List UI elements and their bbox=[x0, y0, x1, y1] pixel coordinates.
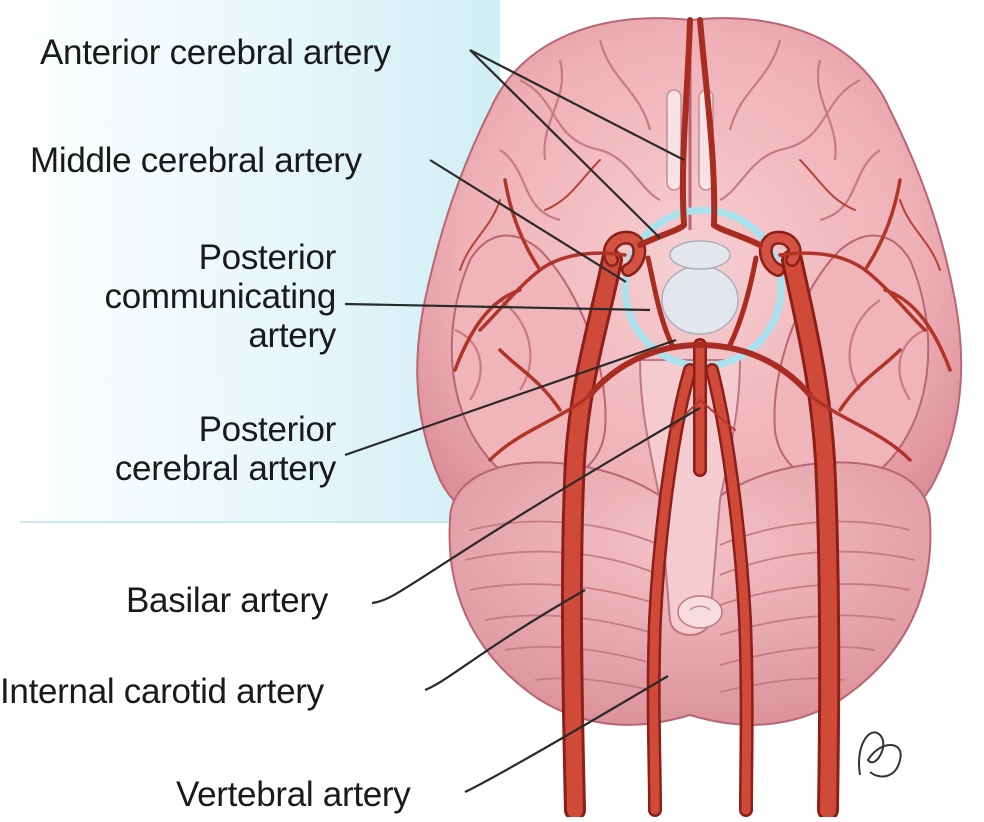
label-posterior-cerebral-line-2: cerebral artery bbox=[0, 449, 336, 488]
label-posterior-cerebral-artery: Posterior cerebral artery bbox=[0, 410, 336, 488]
label-basilar-artery: Basilar artery bbox=[126, 581, 328, 620]
label-anterior-cerebral-artery: Anterior cerebral artery bbox=[40, 33, 391, 72]
artist-signature bbox=[859, 732, 901, 776]
label-posterior-communicating-line-3: artery bbox=[0, 316, 336, 355]
label-posterior-communicating-line-1: Posterior bbox=[0, 238, 336, 277]
label-internal-carotid-artery: Internal carotid artery bbox=[0, 672, 324, 711]
label-vertebral-artery: Vertebral artery bbox=[176, 775, 410, 814]
label-middle-cerebral-artery: Middle cerebral artery bbox=[30, 141, 362, 180]
label-posterior-cerebral-line-1: Posterior bbox=[0, 410, 336, 449]
label-posterior-communicating-artery: Posterior communicating artery bbox=[0, 238, 336, 355]
label-posterior-communicating-line-2: communicating bbox=[0, 277, 336, 316]
